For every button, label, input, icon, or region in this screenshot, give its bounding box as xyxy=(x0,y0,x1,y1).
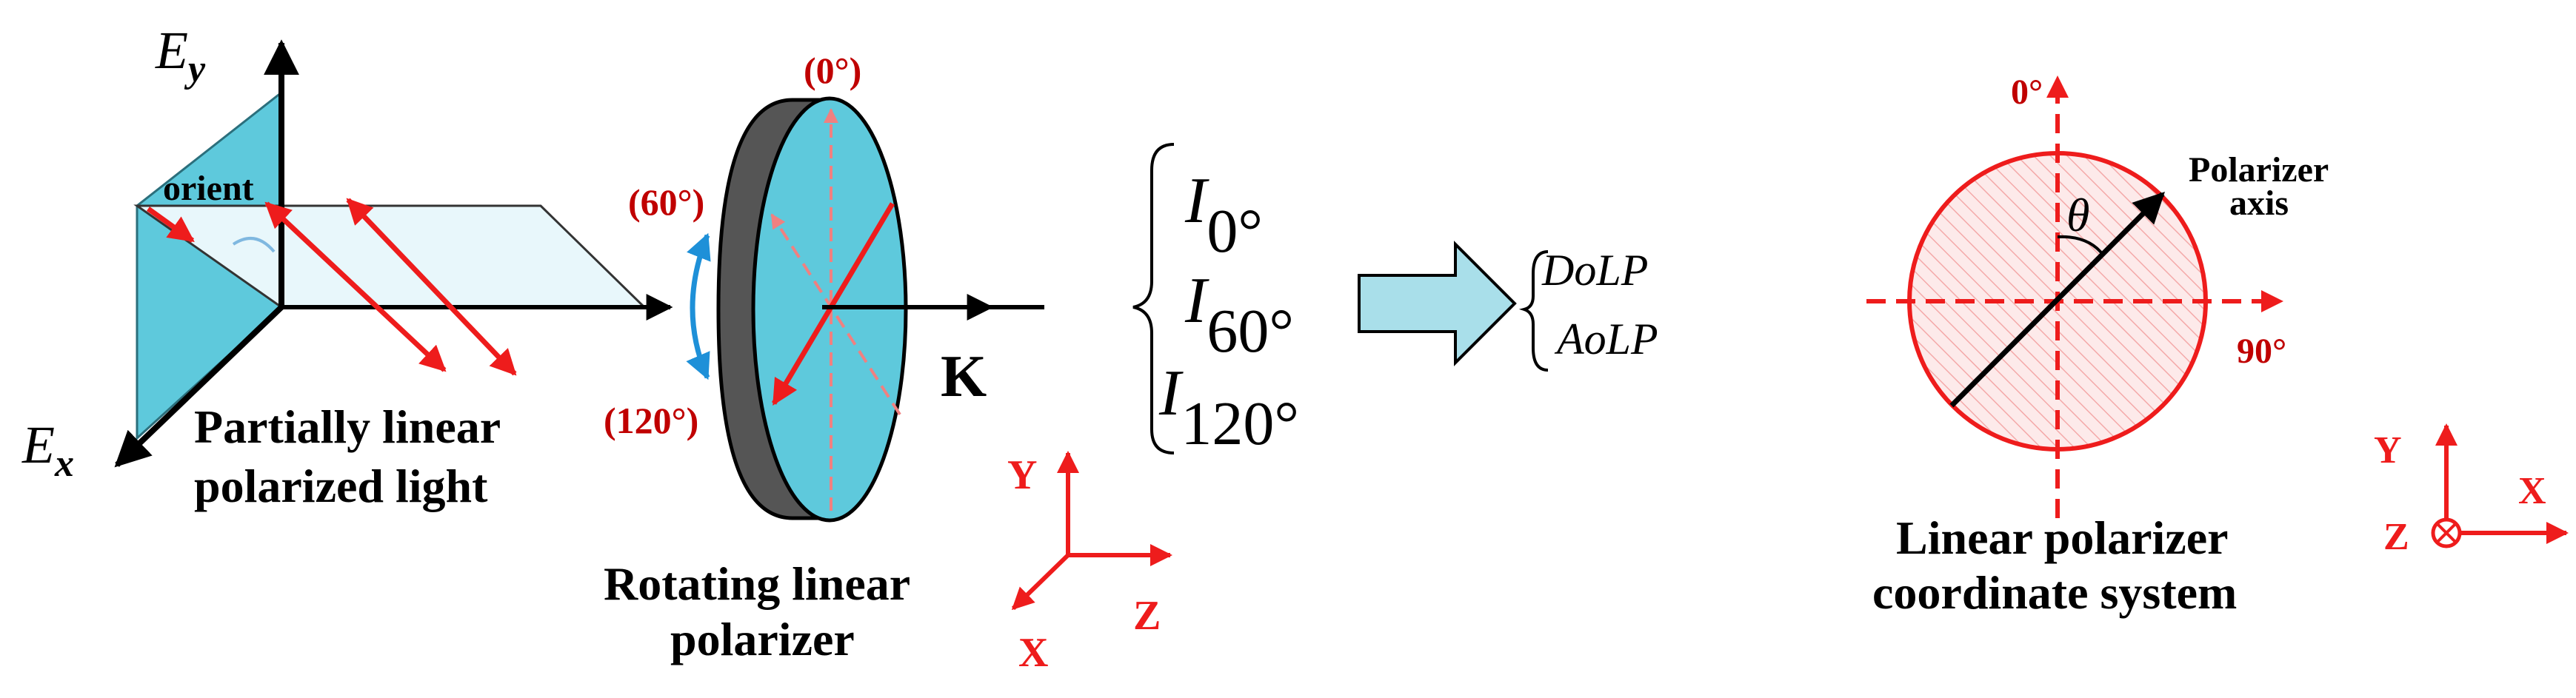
right-coord-axes xyxy=(2431,423,2569,548)
left-coord-axes xyxy=(1011,451,1172,611)
output-brace xyxy=(1518,250,1549,372)
oscillation-arrow-1 xyxy=(146,207,195,243)
rotating-label-line1: Rotating linear xyxy=(604,557,910,610)
left-axis-x-label: X xyxy=(1018,630,1048,676)
k-label: K xyxy=(941,344,987,409)
theta-label: θ xyxy=(2066,189,2089,241)
light-field-group xyxy=(114,39,673,468)
left-axis-z-label: Z xyxy=(1133,593,1161,639)
rotating-label-line2: polarizer xyxy=(670,613,855,665)
right-axis-x-label: X xyxy=(2518,470,2546,512)
oscillation-arrow-3 xyxy=(346,198,517,376)
theta-arc xyxy=(2057,235,2105,257)
polarizer-axis-label-line1: Polarizer xyxy=(2189,150,2329,189)
polarizer-120deg-axis xyxy=(771,202,895,406)
coord-title-line1: Linear polarizer xyxy=(1896,511,2229,564)
right-axis-z-label: Z xyxy=(2383,516,2409,558)
ex-label: Ex xyxy=(21,415,74,485)
coord-title-line2: coordinate system xyxy=(1872,566,2237,619)
intensity-i120: I120° xyxy=(1158,358,1299,458)
angle-120-label: (120°) xyxy=(604,400,698,441)
rotating-polarizer xyxy=(686,96,1044,523)
angle-0-label: (0°) xyxy=(804,50,861,91)
coord-0-label: 0° xyxy=(2011,73,2043,112)
intensity-i0: I0° xyxy=(1184,165,1263,266)
polarizer-axis-line xyxy=(1949,192,2165,408)
right-axis-y-label: Y xyxy=(2374,429,2402,472)
ex-axis xyxy=(114,305,284,468)
coord-90-label: 90° xyxy=(2237,332,2286,371)
orient-label: orient xyxy=(163,169,254,208)
rotation-arc xyxy=(686,232,711,380)
polarizer-axis-label-line2: axis xyxy=(2229,184,2289,223)
intensity-i60: I60° xyxy=(1184,265,1294,366)
polarizer-coordinate-system xyxy=(1866,75,2283,518)
processing-arrow xyxy=(1358,241,1517,366)
intensity-brace xyxy=(1132,143,1175,454)
aolp-label: AoLP xyxy=(1554,315,1658,363)
polarizer-60deg-axis xyxy=(770,213,901,416)
partially-label-line2: polarized light xyxy=(194,460,488,512)
partially-label-line1: Partially linear xyxy=(194,400,501,453)
left-axis-y-label: Y xyxy=(1007,452,1037,498)
dolp-label: DoLP xyxy=(1541,246,1648,295)
right-axis-z-cross-b xyxy=(2435,522,2457,544)
angle-60-label: (60°) xyxy=(628,181,704,223)
left-axis-x xyxy=(1011,553,1070,611)
ey-label: Ey xyxy=(155,21,206,90)
